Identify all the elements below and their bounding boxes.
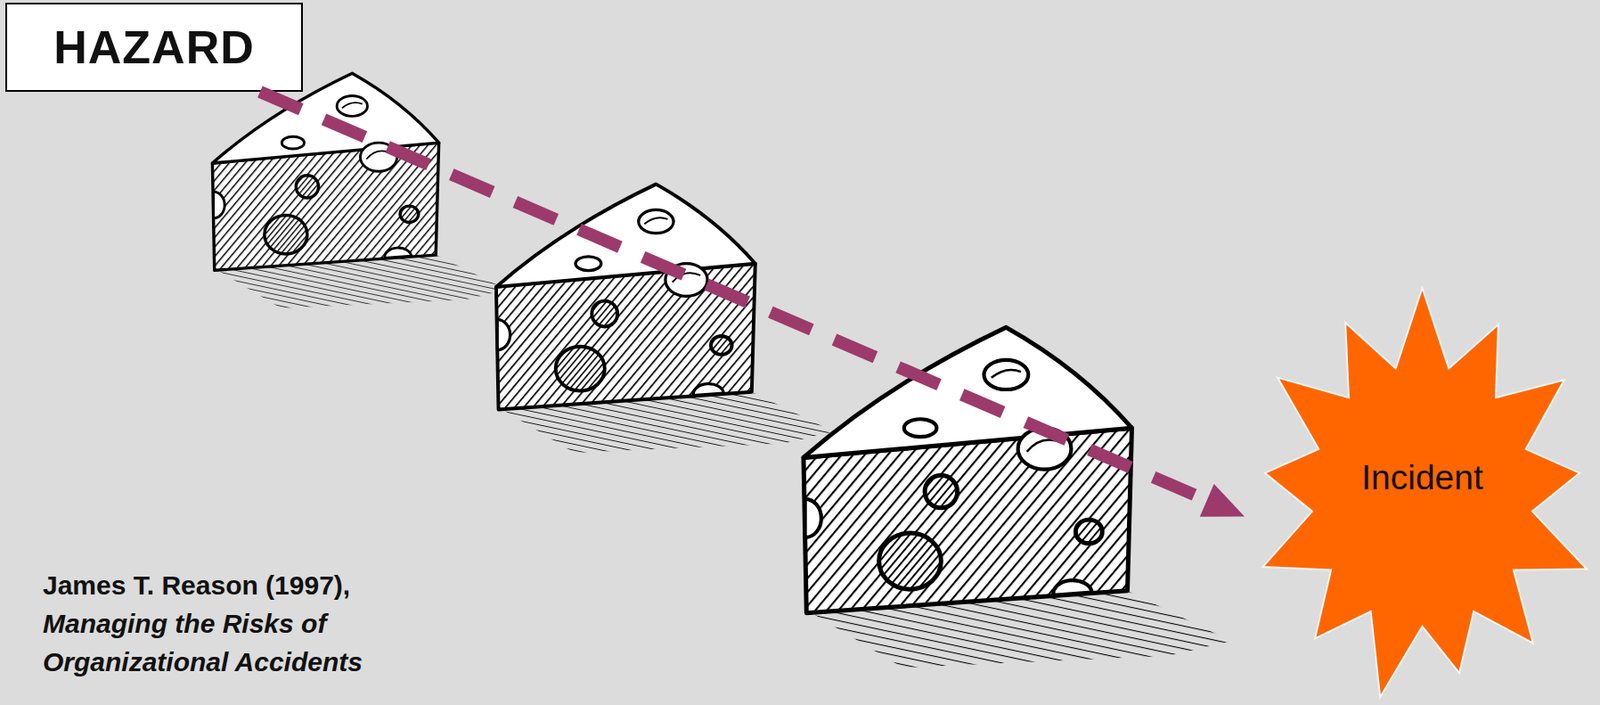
dashed-line: [260, 91, 1212, 503]
hazard-box: HAZARD: [5, 2, 303, 92]
citation-author: James T. Reason (1997),: [42, 565, 542, 605]
dashed-arrow: [260, 91, 1245, 517]
arrow-head: [1200, 483, 1245, 517]
starburst-outline: [1262, 287, 1587, 697]
node-text: Incident: [1361, 457, 1484, 498]
incident-starburst: Incident: [1244, 285, 1600, 705]
cheese-slice-1: [212, 73, 507, 308]
citation-title: Managing the Risks of Organizational Acc…: [42, 604, 462, 681]
cheese-slice-3: [803, 326, 1232, 668]
cheese-slice-2: [496, 184, 834, 453]
node-text: HAZARD: [53, 20, 255, 74]
